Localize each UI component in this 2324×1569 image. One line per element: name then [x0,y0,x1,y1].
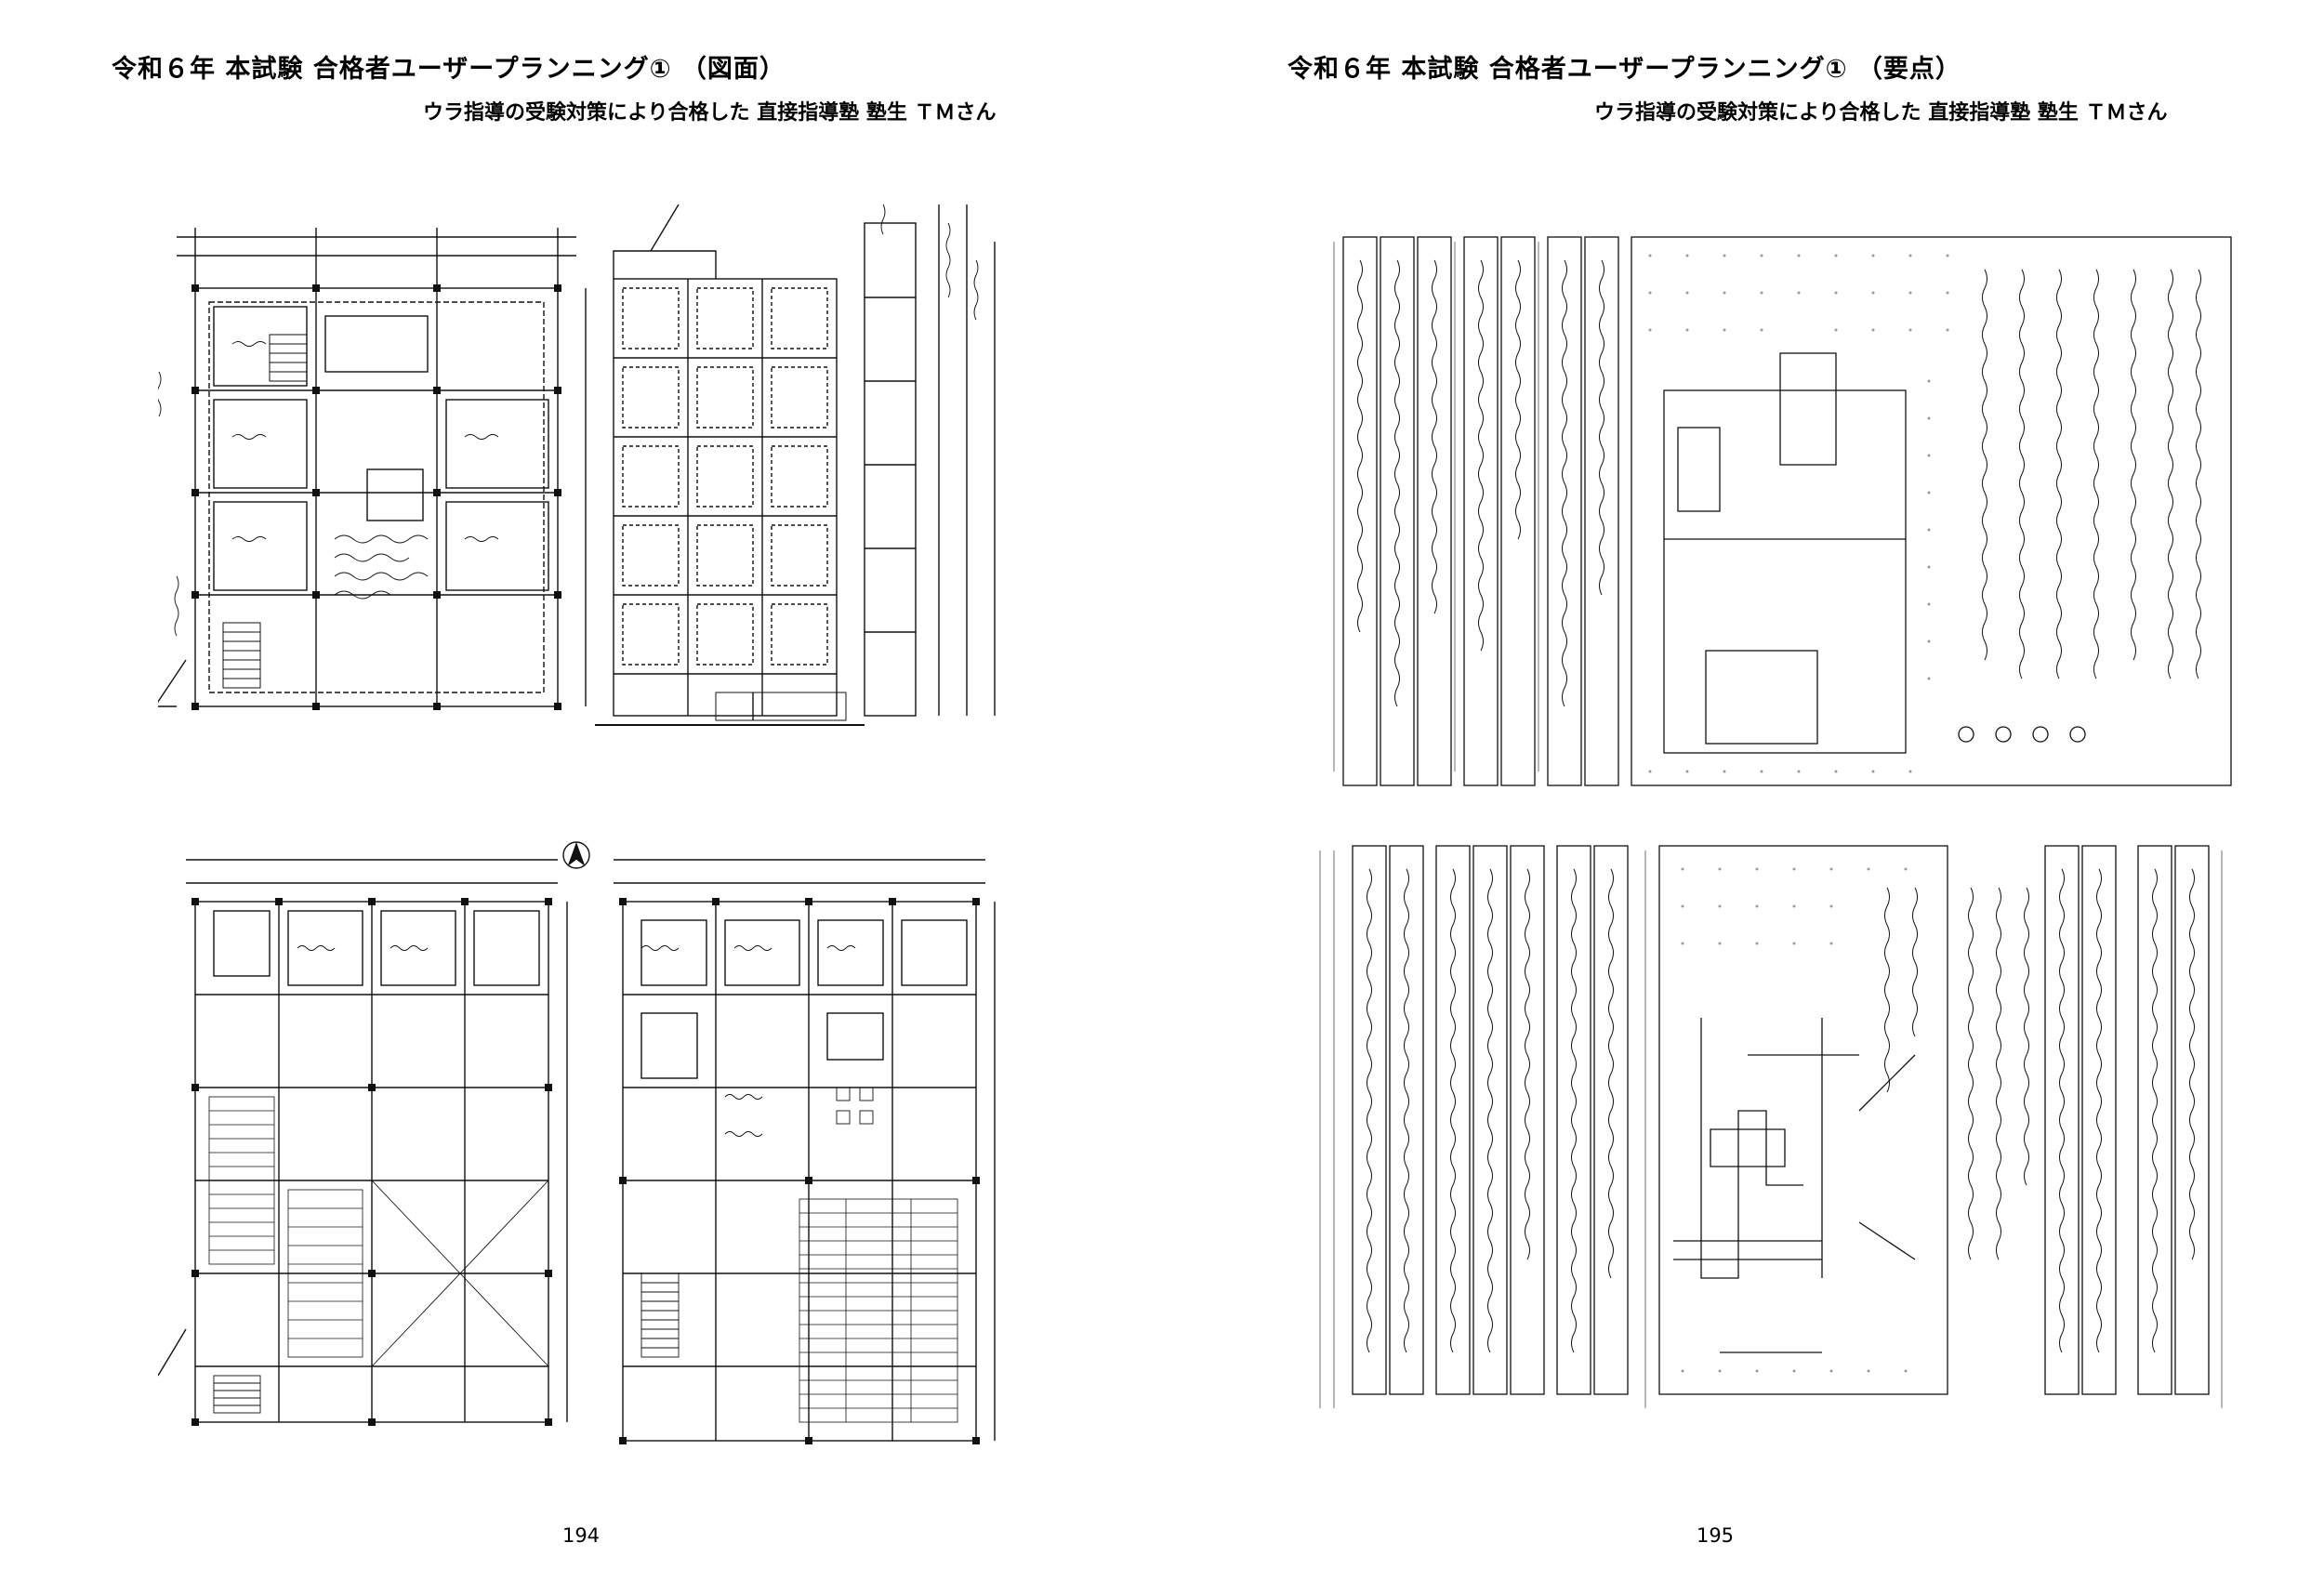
lower-floor-plans-drawing [158,837,1018,1487]
right-page-number: 195 [1696,1524,1735,1547]
lower-answer-sheet [1301,832,2240,1483]
left-page: 令和６年 本試験 合格者ユーザープランニング① （図面） ウラ指導の受験対策によ… [112,55,1018,1547]
right-page-title: 令和６年 本試験 合格者ユーザープランニング① （要点） [1287,55,1961,84]
upper-answer-sheet [1315,232,2245,790]
upper-floor-plan-and-section-drawing [158,186,1018,818]
left-page-number: 194 [561,1524,601,1547]
left-page-subtitle: ウラ指導の受験対策により合格した 直接指導塾 塾生 ＴＭさん [423,101,997,125]
left-page-title: 令和６年 本試験 合格者ユーザープランニング① （図面） [112,55,786,84]
right-page: 令和６年 本試験 合格者ユーザープランニング① （要点） ウラ指導の受験対策によ… [1162,0,2324,1569]
right-page-subtitle: ウラ指導の受験対策により合格した 直接指導塾 塾生 ＴＭさん [1594,101,2168,125]
